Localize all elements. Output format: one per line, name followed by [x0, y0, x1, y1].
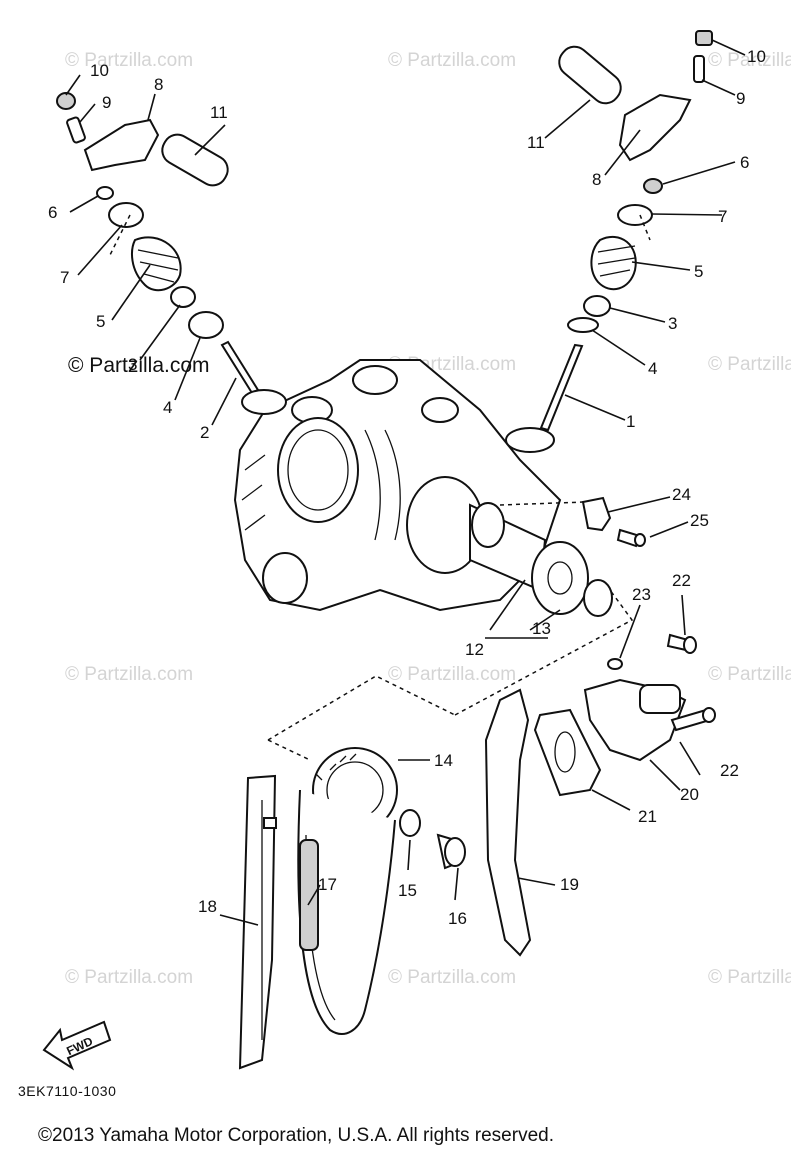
part-label-9b: 9 — [736, 89, 745, 108]
fwd-arrow-icon: FWD — [42, 1020, 112, 1071]
part-label-1: 1 — [626, 412, 635, 431]
part-label-6: 6 — [48, 203, 57, 222]
camshaft-group — [469, 496, 646, 670]
right-valve-train — [505, 30, 713, 453]
part-label-23: 23 — [632, 585, 651, 604]
part-label-12: 12 — [465, 640, 484, 659]
part-label-3: 3 — [128, 355, 137, 374]
part-label-22b: 22 — [720, 761, 739, 780]
watermark: © Partzilla.com — [708, 50, 791, 71]
watermark: © Partzilla.com — [388, 50, 516, 71]
diagram-code: 3EK7110-1030 — [18, 1083, 117, 1099]
part-label-19: 19 — [560, 875, 579, 894]
part-label-17: 17 — [318, 875, 337, 894]
watermark-dark: © Partzilla.com — [68, 354, 210, 377]
part-label-22: 22 — [672, 571, 691, 590]
part-label-11b: 11 — [527, 133, 545, 152]
copyright-text: ©2013 Yamaha Motor Corporation, U.S.A. A… — [38, 1125, 554, 1146]
left-valve-train — [56, 92, 287, 415]
part-label-13: 13 — [532, 619, 551, 638]
watermark: © Partzilla.com — [708, 967, 791, 988]
part-label-7: 7 — [60, 268, 69, 287]
part-label-21: 21 — [638, 807, 657, 826]
watermark: © Partzilla.com — [65, 50, 193, 71]
watermark: © Partzilla.com — [708, 664, 791, 685]
part-label-5b: 5 — [694, 262, 703, 281]
part-label-10b: 10 — [747, 47, 766, 66]
part-label-3b: 3 — [668, 314, 677, 333]
watermark: © Partzilla.com — [65, 967, 193, 988]
part-label-15: 15 — [398, 881, 417, 900]
part-labels: 10 9 8 11 6 7 5 3 4 2 10 9 11 8 6 7 5 3 … — [48, 47, 766, 928]
part-label-6b: 6 — [740, 153, 749, 172]
timing-chain-group — [238, 688, 532, 1070]
part-label-2: 2 — [200, 423, 209, 442]
part-label-18: 18 — [198, 897, 217, 916]
part-label-24: 24 — [672, 485, 691, 504]
part-label-25: 25 — [690, 511, 709, 530]
part-label-9: 9 — [102, 93, 111, 112]
watermark: © Partzilla.com — [65, 664, 193, 685]
part-label-11: 11 — [210, 103, 228, 122]
tensioner-group — [533, 633, 716, 797]
part-label-20: 20 — [680, 785, 699, 804]
part-label-7b: 7 — [718, 207, 727, 226]
part-label-14: 14 — [434, 751, 453, 770]
part-label-5: 5 — [96, 312, 105, 331]
part-label-16: 16 — [448, 909, 467, 928]
watermark: © Partzilla.com — [388, 664, 516, 685]
part-label-4: 4 — [163, 398, 172, 417]
leader-lines — [65, 39, 746, 926]
watermark: © Partzilla.com — [708, 354, 791, 375]
part-label-8b: 8 — [592, 170, 601, 189]
part-label-10: 10 — [90, 61, 109, 80]
part-label-8: 8 — [154, 75, 163, 94]
watermark: © Partzilla.com — [388, 967, 516, 988]
part-label-4b: 4 — [648, 359, 657, 378]
assembly-outline — [109, 214, 651, 761]
